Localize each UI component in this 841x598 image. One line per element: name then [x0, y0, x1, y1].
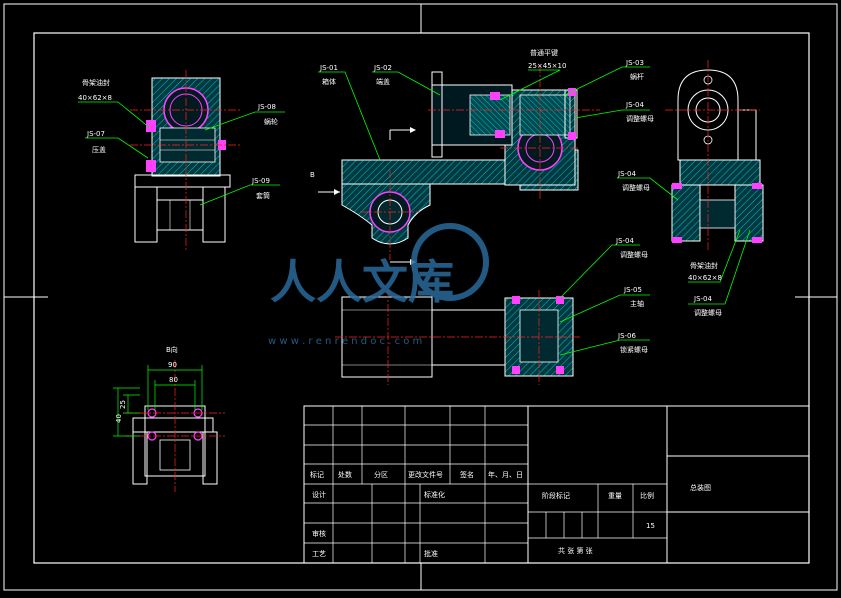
svg-text:JS-03: JS-03 [625, 59, 644, 67]
b-view [113, 360, 225, 492]
svg-text:JS-01: JS-01 [319, 64, 338, 72]
callout-js04-right-bottom: JS-04 调整螺母 [693, 295, 722, 317]
b-view-label: B向 [166, 345, 178, 354]
svg-text:JS-07: JS-07 [86, 130, 105, 138]
scale-value: 15 [646, 522, 655, 530]
callout-js09: JS-09 套筒 [251, 177, 270, 200]
title-block [303, 405, 810, 564]
svg-text:共 张 第 张: 共 张 第 张 [558, 546, 593, 555]
svg-text:签名: 签名 [460, 470, 474, 479]
svg-text:批准: 批准 [424, 549, 438, 558]
callout-key: 普通平键 25×45×10 [528, 48, 566, 70]
svg-text:JS-02: JS-02 [373, 64, 392, 72]
svg-text:JS-06: JS-06 [617, 332, 636, 340]
dim-height-b: 25 [119, 400, 127, 409]
svg-text:端盖: 端盖 [376, 77, 390, 86]
callout-bearing-left: 骨架油封 40×62×8 [78, 78, 112, 102]
callout-js08: JS-08 蜗轮 [257, 103, 278, 126]
svg-text:更改文件号: 更改文件号 [408, 470, 443, 479]
svg-text:JS-04: JS-04 [625, 101, 644, 109]
callout-bearing-right: 骨架油封 40×62×8 [688, 261, 722, 282]
svg-text:JS-04: JS-04 [615, 237, 634, 245]
callout-js04-right: JS-04 调整螺母 [617, 170, 650, 192]
callout-js04-lower: JS-04 调整螺母 [615, 237, 648, 259]
svg-text:40×62×8: 40×62×8 [688, 274, 722, 282]
left-side-view [130, 70, 240, 250]
svg-text:设计: 设计 [312, 490, 326, 499]
svg-text:骨架油封: 骨架油封 [690, 261, 718, 270]
svg-text:比例: 比例 [640, 491, 654, 500]
callout-js05: JS-05 主轴 [623, 286, 644, 308]
leader-lines [78, 66, 751, 356]
svg-text:工艺: 工艺 [312, 550, 326, 558]
drawing-title: 总装图 [690, 483, 711, 492]
svg-text:锁紧螺母: 锁紧螺母 [620, 345, 648, 354]
svg-text:年、月、日: 年、月、日 [488, 470, 523, 479]
callout-js01: JS-01 箱体 [319, 64, 338, 86]
watermark-url: w w w . r e n r e n d o c . c o m [268, 336, 422, 347]
center-marks [4, 4, 837, 590]
svg-text:箱体: 箱体 [322, 77, 336, 86]
svg-text:JS-09: JS-09 [251, 177, 270, 185]
svg-text:蜗轮: 蜗轮 [264, 117, 278, 126]
svg-text:标记: 标记 [310, 470, 324, 479]
svg-text:骨架油封: 骨架油封 [82, 78, 110, 87]
svg-text:JS-04: JS-04 [617, 170, 636, 178]
svg-text:分区: 分区 [374, 470, 388, 479]
svg-text:40×62×8: 40×62×8 [78, 94, 112, 102]
svg-text:主轴: 主轴 [630, 299, 644, 308]
svg-text:重量: 重量 [608, 492, 622, 500]
main-front-view [318, 65, 600, 265]
svg-text:25×45×10: 25×45×10 [528, 62, 566, 70]
dim-width-inner: 80 [169, 376, 178, 384]
svg-text:蜗杆: 蜗杆 [630, 72, 644, 81]
watermark: 人人文库 w w w . r e n r e n d o c . c o m [268, 223, 489, 347]
svg-text:JS-05: JS-05 [623, 286, 642, 294]
dim-height-a: 40 [115, 414, 123, 423]
callout-js06: JS-06 锁紧螺母 [617, 332, 648, 354]
svg-text:审核: 审核 [312, 529, 326, 538]
svg-text:阶段标记: 阶段标记 [542, 491, 570, 500]
svg-text:处数: 处数 [338, 470, 352, 479]
svg-text:调整螺母: 调整螺母 [694, 308, 722, 317]
view-arrow-label: B [310, 171, 315, 179]
watermark-text: 人人文库 [270, 255, 454, 309]
right-side-view [665, 60, 764, 250]
callout-js03: JS-03 蜗杆 [625, 59, 644, 81]
svg-text:套筒: 套筒 [256, 191, 270, 200]
svg-text:JS-04: JS-04 [693, 295, 712, 303]
svg-text:JS-08: JS-08 [257, 103, 276, 111]
svg-text:标准化: 标准化 [424, 490, 445, 499]
callout-js07: JS-07 压盖 [86, 130, 106, 154]
svg-text:调整螺母: 调整螺母 [622, 183, 650, 192]
callout-js02: JS-02 端盖 [373, 64, 392, 86]
svg-text:调整螺母: 调整螺母 [620, 250, 648, 259]
svg-text:调整螺母: 调整螺母 [626, 114, 654, 123]
callout-js04-top: JS-04 调整螺母 [625, 101, 654, 123]
lower-section-view [335, 290, 580, 385]
svg-text:普通平键: 普通平键 [530, 48, 558, 57]
title-block-labels: 标记 处数 分区 更改文件号 签名 年、月、日 设计 标准化 审核 工艺 批准 … [310, 470, 654, 558]
dim-width-outer: 90 [168, 361, 177, 369]
svg-text:压盖: 压盖 [92, 145, 106, 154]
